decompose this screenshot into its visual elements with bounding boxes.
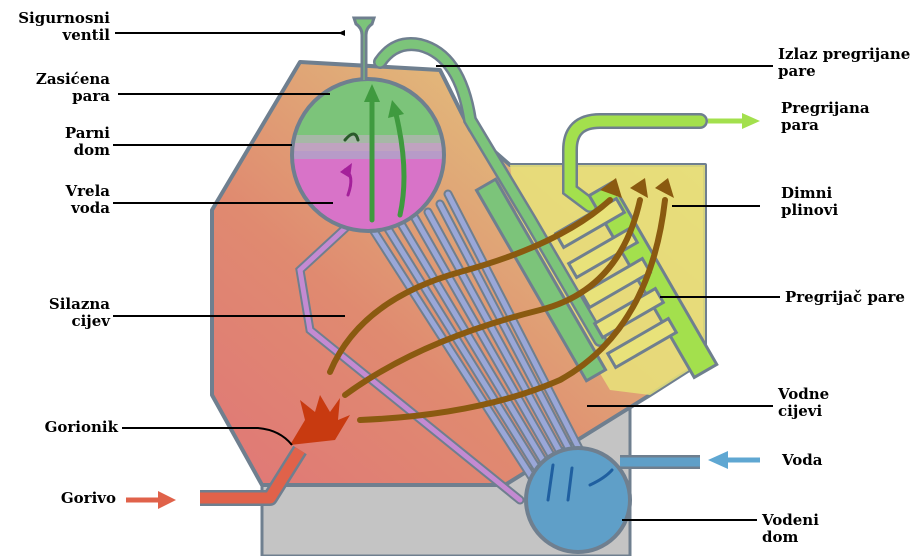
label-line: Vrela	[6, 183, 110, 200]
label-line: voda	[6, 200, 110, 217]
label-water: Voda	[782, 452, 822, 469]
label-water-drum: Vodeni dom	[762, 512, 819, 546]
water-inlet-arrow	[708, 451, 760, 469]
label-line: ventil	[6, 27, 110, 44]
label-line: dom	[762, 529, 819, 546]
label-superheated-steam-outlet: Izlaz pregrijane pare	[778, 46, 910, 80]
label-line: Dimni	[781, 185, 838, 202]
label-line: para	[6, 88, 110, 105]
label-water-tubes: Vodne cijevi	[778, 386, 829, 420]
label-safety-valve: Sigurnosni ventil	[6, 10, 110, 44]
label-line: plinovi	[781, 202, 838, 219]
label-line: Zasićena	[6, 71, 110, 88]
label-superheated-steam: Pregrijana para	[781, 100, 870, 134]
label-saturated-steam: Zasićena para	[6, 71, 110, 105]
label-line: Parni	[6, 125, 110, 142]
label-line: para	[781, 117, 870, 134]
label-line: cijev	[6, 313, 110, 330]
label-line: Sigurnosni	[6, 10, 110, 27]
label-line: dom	[6, 142, 110, 159]
label-superheater: Pregrijač pare	[785, 289, 905, 306]
label-line: pare	[778, 63, 910, 80]
superheated-steam-arrow	[708, 113, 760, 129]
fuel-arrow	[126, 491, 176, 509]
water-drum	[526, 448, 700, 552]
label-line: cijevi	[778, 403, 829, 420]
label-line: Vodne	[778, 386, 829, 403]
label-fuel: Gorivo	[6, 490, 116, 507]
label-burner: Gorionik	[6, 419, 118, 436]
label-hot-water: Vrela voda	[6, 183, 110, 217]
label-line: Vodeni	[762, 512, 819, 529]
label-line: Pregrijana	[781, 100, 870, 117]
label-line: Izlaz pregrijane	[778, 46, 910, 63]
label-downcomer: Silazna cijev	[6, 296, 110, 330]
label-flue-gases: Dimni plinovi	[781, 185, 838, 219]
label-steam-drum: Parni dom	[6, 125, 110, 159]
label-line: Silazna	[6, 296, 110, 313]
